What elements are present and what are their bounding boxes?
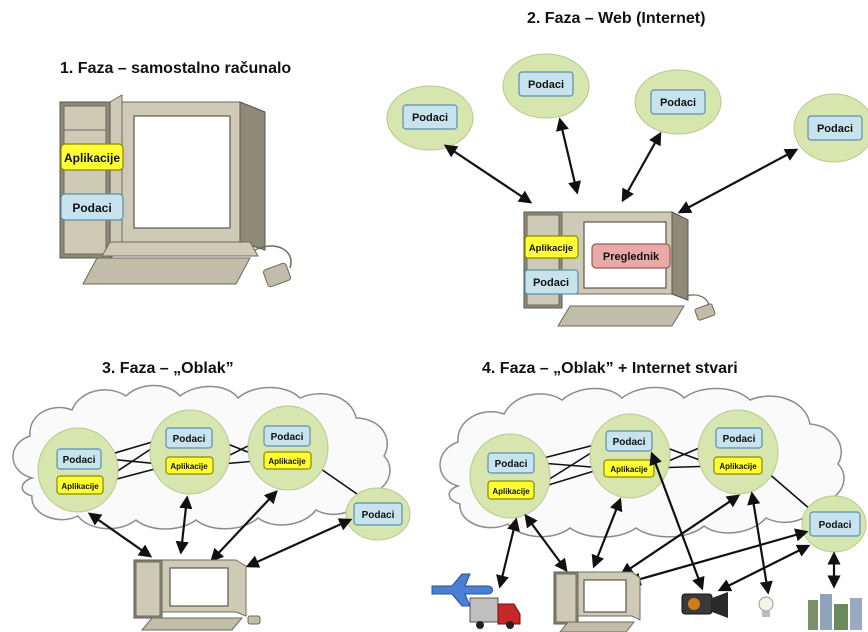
data-label: Podaci	[362, 510, 395, 521]
data-label: Podaci	[613, 437, 646, 448]
data-label: Podaci	[817, 123, 853, 135]
phase-2-data-node-4: Podaci	[793, 93, 868, 163]
phase-2-data-box: Podaci	[524, 269, 579, 295]
light-bulb-icon	[758, 596, 774, 617]
phase-4-node-4: Podaci	[801, 495, 867, 553]
app-label: Aplikacije	[64, 151, 120, 165]
data-label: Podaci	[271, 432, 304, 443]
data-label: Podaci	[528, 79, 564, 91]
phase-4-arrow	[524, 513, 568, 573]
computer-icon	[133, 559, 261, 631]
data-label: Podaci	[660, 97, 696, 109]
phase-2-group: Podaci Podaci Podaci Podaci	[386, 53, 868, 327]
data-label: Podaci	[63, 455, 96, 466]
phase-2-arrow-3	[621, 131, 662, 203]
video-camera-icon	[681, 592, 728, 618]
app-label: Aplikacije	[170, 462, 208, 471]
phase-2-data-node-3: Podaci	[634, 69, 722, 135]
phase-4-node-3: Podaci Aplikacije	[697, 409, 779, 495]
phase-2-app-box: Aplikacije	[524, 235, 579, 259]
phase-1-data-box: Podaci	[60, 193, 124, 221]
data-label: Podaci	[72, 201, 111, 215]
phase-4-arrow	[627, 528, 809, 586]
phase-2-arrow-1	[443, 144, 533, 204]
phase-3-node-4: Podaci	[345, 487, 411, 541]
data-label: Podaci	[533, 277, 569, 289]
phase-1-title: 1. Faza – samostalno računalo	[60, 60, 292, 77]
phase-2-title: 2. Faza – Web (Internet)	[527, 10, 706, 27]
phase-2-data-node-2: Podaci	[502, 53, 590, 119]
phase-3-arrow	[175, 495, 193, 555]
phase-4-arrow	[591, 497, 623, 569]
phase-2-data-node-1: Podaci	[386, 85, 474, 151]
city-icon	[808, 594, 862, 630]
phase-4-node-1: Podaci Aplikacije	[469, 433, 551, 519]
phase-4-group: Podaci Aplikacije Podaci Aplikacije Poda…	[431, 386, 867, 632]
computer-icon	[59, 94, 292, 288]
app-label: Aplikacije	[268, 457, 306, 466]
data-label: Podaci	[819, 520, 852, 531]
phase-4-arrow	[717, 544, 811, 592]
computer-icon	[523, 211, 716, 327]
phase-3-title: 3. Faza – „Oblak”	[102, 360, 234, 377]
phase-4-node-2: Podaci Aplikacije	[589, 413, 671, 499]
phase-1-app-box: Aplikacije	[60, 143, 124, 171]
phase-1-group: Aplikacije Podaci	[59, 94, 292, 288]
phase-2-arrow-2	[556, 117, 581, 195]
phase-3-group: Podaci Aplikacije Podaci Aplikacije Poda…	[12, 384, 411, 631]
data-label: Podaci	[173, 434, 206, 445]
browser-label: Preglednik	[603, 251, 660, 263]
phase-3-node-1: Podaci Aplikacije	[37, 427, 119, 513]
phase-3-node-3: Podaci Aplikacije	[247, 405, 329, 491]
app-label: Aplikacije	[492, 487, 530, 496]
app-label: Aplikacije	[610, 465, 648, 474]
app-label: Aplikacije	[529, 243, 573, 254]
app-label: Aplikacije	[719, 462, 757, 471]
phase-2-browser-box: Preglednik	[591, 243, 671, 269]
app-label: Aplikacije	[61, 482, 99, 491]
data-label: Podaci	[412, 112, 448, 124]
phase-2-arrow-4	[677, 148, 799, 214]
phase-4-title: 4. Faza – „Oblak” + Internet stvari	[482, 360, 738, 377]
truck-icon	[469, 597, 521, 629]
phase-3-arrow	[87, 512, 153, 558]
airplane-icon	[431, 573, 493, 607]
phase-4-arrow	[496, 517, 520, 589]
computer-icon	[553, 571, 641, 632]
phase-3-arrow	[245, 518, 353, 568]
data-label: Podaci	[723, 434, 756, 445]
phase-3-arrow	[210, 490, 278, 562]
data-label: Podaci	[495, 459, 528, 470]
phase-3-node-2: Podaci Aplikacije	[149, 409, 231, 495]
